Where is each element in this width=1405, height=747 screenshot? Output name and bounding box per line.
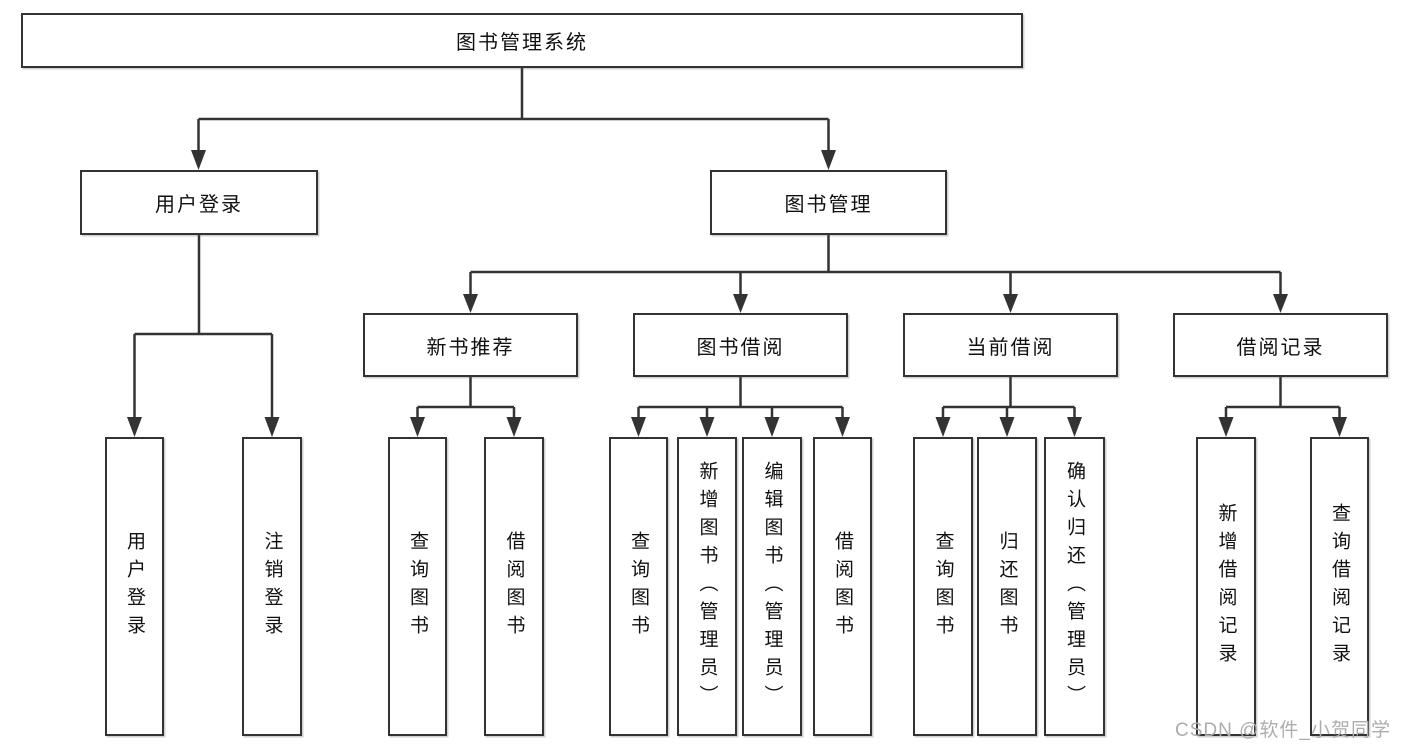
node-edit-books-admin: 编辑图书（管理员）	[742, 437, 802, 736]
node-borrow-books-new-recommend: 借阅图书	[484, 437, 544, 736]
node-confirm-return-admin: 确认归还（管理员）	[1044, 437, 1105, 736]
node-label: 新增图书（管理员）	[696, 460, 718, 713]
node-new-book-recommend: 新书推荐	[363, 313, 578, 377]
node-return-books: 归还图书	[977, 437, 1037, 736]
node-book-borrowing: 图书借阅	[633, 313, 848, 377]
csdn-watermark: CSDN @软件_小贺同学	[1175, 720, 1391, 741]
node-label: 归还图书	[996, 530, 1018, 643]
node-label: 用户登录	[124, 530, 145, 643]
node-add-borrow-record: 新增借阅记录	[1196, 437, 1256, 736]
node-logout: 注销登录	[242, 437, 302, 736]
connector-user-login-children	[127, 235, 280, 437]
node-label: 借阅图书	[832, 530, 853, 643]
connector-book-borrowing-children	[631, 377, 850, 437]
connector-root-to-level2	[191, 68, 836, 170]
node-label: 当前借阅	[966, 336, 1055, 359]
node-query-books-current: 查询图书	[913, 437, 973, 736]
node-label: 确认归还（管理员）	[1064, 460, 1085, 713]
node-label: 编辑图书（管理员）	[761, 460, 783, 713]
node-borrow-books-borrowing: 借阅图书	[813, 437, 872, 736]
node-label: 查询借阅记录	[1329, 502, 1350, 671]
node-query-books-new-recommend: 查询图书	[388, 437, 447, 736]
node-book-management: 图书管理	[710, 170, 947, 235]
node-current-borrowing: 当前借阅	[903, 313, 1118, 377]
node-user-login-group: 用户登录	[80, 170, 318, 235]
node-add-books-admin: 新增图书（管理员）	[677, 437, 737, 736]
connector-new-book-recommend-children	[410, 377, 522, 437]
node-label: 注销登录	[261, 530, 283, 643]
node-query-books-borrowing: 查询图书	[609, 437, 668, 736]
node-label: 图书管理系统	[456, 32, 588, 54]
node-borrowing-records: 借阅记录	[1173, 313, 1388, 377]
node-label: 用户登录	[155, 194, 243, 216]
connector-current-borrowing-children	[935, 377, 1082, 437]
node-label: 借阅记录	[1236, 336, 1325, 359]
node-library-management-system: 图书管理系统	[21, 13, 1023, 68]
node-label: 查询图书	[932, 530, 954, 643]
connector-book-management-children	[463, 235, 1288, 313]
node-label: 借阅图书	[503, 530, 525, 643]
node-user-login: 用户登录	[105, 437, 164, 736]
node-label: 图书管理	[784, 194, 873, 216]
node-label: 新增借阅记录	[1215, 502, 1237, 671]
node-label: 查询图书	[407, 530, 428, 643]
node-label: 查询图书	[628, 530, 649, 643]
node-label: 新书推荐	[426, 336, 515, 359]
node-label: 图书借阅	[696, 336, 785, 359]
node-query-borrow-record: 查询借阅记录	[1310, 437, 1369, 736]
connector-borrowing-records-children	[1218, 377, 1347, 437]
